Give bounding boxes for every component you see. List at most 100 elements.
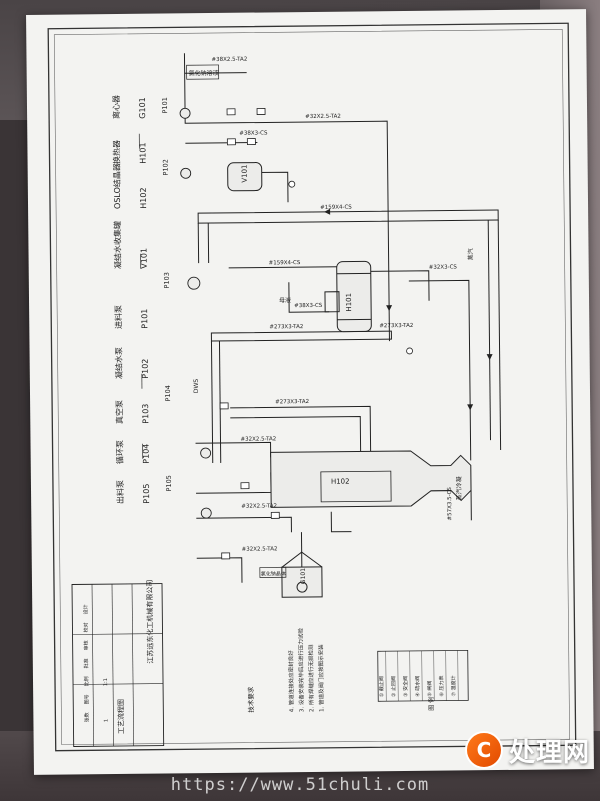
g101-centrifuge: G101 (281, 551, 323, 598)
legend-row: ② 止回阀 (390, 676, 397, 697)
pump-tag-p101: P101 (161, 97, 169, 113)
equipment-name-p103: 真空泵 (114, 400, 124, 424)
pipe-label-7: #38X3-CS (294, 303, 323, 309)
legend-row: ④ 疏水阀 (414, 676, 421, 697)
pump-p102 (180, 167, 192, 179)
recycle-pipe2 (230, 415, 362, 452)
steam-line (408, 279, 472, 461)
title-company: 江苏远东化工机械有限公司 (145, 580, 155, 664)
equipment-code-p104: P104 (142, 444, 151, 464)
mid-pipe (210, 330, 392, 342)
pump-tag-p102: P102 (162, 159, 170, 175)
pump-tag-p104: P104 (164, 385, 172, 401)
title-drawing-name: 工艺流程图 (116, 699, 125, 734)
v101-out (257, 171, 289, 203)
stream-dws: DWS (193, 379, 200, 394)
legend-row: ⑦ 温度计 (450, 675, 457, 696)
h101-line-right (368, 270, 430, 301)
legend-row: ⑤ 闸阀 (426, 681, 433, 697)
equipment-code-p103: P103 (141, 404, 150, 424)
watermark: C 处理网 (464, 731, 590, 769)
equipment-code-p101: P101 (140, 309, 149, 329)
legend-rows: ① 截止阀 ② 止回阀 ③ 安全阀 ④ 疏水阀 ⑤ 闸阀 ⑥ 压力表 ⑦ 温度计 (378, 650, 459, 702)
legend-row-line (397, 651, 399, 702)
equipment-code-p102: P102 (141, 359, 150, 379)
equipment-code-g101: G101 (138, 97, 147, 119)
title-field-value: 1 (103, 719, 109, 722)
drawing-border (47, 22, 577, 752)
pipe-label-14: #57X3.5-CS (447, 487, 453, 521)
p105-line (196, 472, 272, 494)
notes-title: 技术要求 (246, 686, 255, 713)
drawing-inner-border (53, 29, 570, 745)
legend-row-line (445, 650, 447, 701)
equipment-name-g101: 离心器 (111, 95, 121, 119)
watermark-brand: 处理网 (508, 737, 590, 768)
g101-tag: G101 (300, 568, 307, 584)
feed-branch (184, 72, 247, 74)
h101-line-top (228, 266, 339, 269)
g101-line (196, 557, 243, 583)
h102-crystallizer: H102 (270, 450, 472, 533)
outlet-line (196, 516, 292, 533)
pipe-label-6: #32X3-CS (429, 264, 458, 270)
legend-row-line (409, 650, 411, 701)
pipe-label-3: #38X3-CS (239, 130, 268, 136)
equipment-name-p105: 出料泵 (115, 480, 125, 504)
pipe-label-11: #32X2.5-TA2 (240, 436, 276, 442)
note-item: 4. 管道连接处应密封良好 (287, 650, 296, 713)
pumps (179, 107, 212, 519)
title-field: 审核 (83, 640, 90, 650)
legend-row-line (457, 650, 459, 701)
mid-pipe-left (210, 341, 214, 464)
note-item: 2. 所有焊缝应进行无损检测 (307, 644, 316, 712)
legend-row-line (433, 650, 435, 701)
stream-feed: 氯化钠溶液 (189, 69, 219, 77)
stream-labels: 氯化钠溶液 氯化钠晶体 蒸汽 蒸汽冷凝 母液 DWS (186, 64, 475, 578)
h102-tag: H102 (331, 478, 350, 486)
equipment-name-h101: 换热器 (111, 140, 121, 164)
p102-line (185, 142, 258, 144)
pump-p105 (200, 507, 212, 519)
pipe-labels: #38X2.5-TA2 #32X2.5-TA2 #38X3-CS #159X4-… (211, 57, 458, 553)
legend-row-line (421, 650, 423, 701)
recycle-pipe (230, 405, 372, 452)
v101-tag: V101 (241, 164, 249, 182)
equipment-name-p101: 进料泵 (113, 305, 123, 329)
legend-row: ① 截止阀 (378, 676, 385, 697)
feed-line (183, 53, 390, 342)
note-item: 3. 设备安装完毕后应进行压力试验 (296, 628, 305, 713)
equipment-code-v101: V101 (139, 248, 148, 269)
title-field-value: 1:1 (103, 678, 109, 686)
stream-steam-out: 蒸汽冷凝 (455, 476, 463, 500)
pipe-label-10: #273X3-TA2 (275, 399, 309, 405)
pump-p104 (200, 447, 212, 459)
pipe-label-9: #273X3-TA2 (379, 323, 413, 329)
equipment-code-h102: H102 (139, 187, 148, 208)
legend-row: ⑥ 压力表 (438, 676, 445, 697)
legend-row: ③ 安全阀 (402, 676, 409, 697)
pipe-label-13: #32X2.5-TA2 (242, 546, 278, 552)
equipment-name-h102: OSLO结晶器 (112, 163, 122, 209)
v101-tank: V101 (227, 162, 263, 192)
pipe-label-2: #32X2.5-TA2 (305, 114, 341, 120)
equipment-code-p105: P105 (142, 484, 151, 504)
pump-p101 (179, 107, 191, 119)
pump-p103 (187, 276, 201, 290)
big-pipe-right2 (497, 220, 502, 451)
valves (219, 108, 413, 560)
mid-pipe-left2 (218, 340, 222, 463)
legend-title: 图 例 (427, 697, 435, 711)
pipe-label-1: #38X2.5-TA2 (211, 57, 247, 63)
pump-tag-p105: P105 (165, 475, 173, 491)
big-pipe-top (197, 209, 499, 224)
h101-tag: H101 (345, 293, 353, 312)
stream-product: 氯化钠晶体 (261, 570, 286, 577)
pipe-label-8: #273X3-TA2 (269, 324, 303, 330)
title-field: 图号 (84, 694, 90, 704)
